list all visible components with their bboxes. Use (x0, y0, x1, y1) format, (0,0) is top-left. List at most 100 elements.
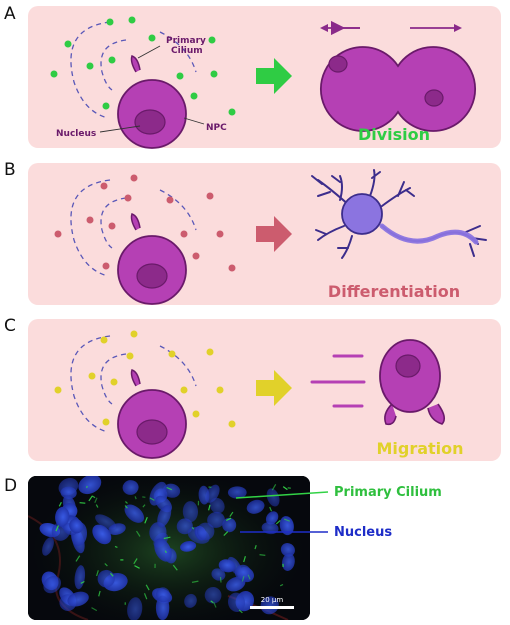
nucleus-blob (265, 511, 279, 525)
label-nucleus-d: Nucleus (334, 525, 393, 540)
nucleus-blob (180, 541, 197, 552)
cilium-speck (269, 506, 273, 512)
signal-dots-green (50, 16, 236, 116)
nucleus-blob (184, 593, 197, 608)
cilium-speck (134, 496, 137, 500)
cilium-speck (133, 558, 138, 565)
nucleus-blob (280, 543, 295, 557)
motion-lines-icon (310, 354, 366, 408)
nuclei-cluster (39, 476, 295, 620)
cilium-speck (143, 593, 148, 600)
cilium-speck (282, 486, 288, 491)
cilium-speck (243, 556, 246, 563)
label-primary-cilium-d: Primary Cilium (334, 485, 442, 500)
nucleus-blob (226, 576, 246, 592)
label-primary: Primary (166, 36, 206, 46)
cilium-speck (254, 545, 257, 550)
cilium-speck (80, 580, 85, 584)
cilium-speck (149, 497, 155, 501)
cilium-speck (88, 495, 93, 502)
cilium-speck (271, 484, 277, 491)
cilium-speck (210, 600, 214, 604)
panel-letter-c: C (4, 316, 16, 336)
nucleus-a (134, 109, 166, 135)
cilia-green-specks (55, 484, 291, 614)
nucleus-blob (108, 523, 126, 535)
cilium-speck (134, 565, 140, 569)
nucleus-blob (69, 518, 84, 534)
cilium-speck (213, 601, 217, 608)
nucleus-blob (43, 575, 62, 594)
panel-letter-d: D (4, 476, 18, 496)
nucleus-blob (209, 497, 225, 514)
neuron (311, 169, 487, 259)
cilium-speck (163, 536, 171, 540)
cilium-speck (145, 584, 150, 591)
microscopy-svg: 20 μm (28, 476, 310, 620)
signal-dots-red (54, 174, 236, 272)
cilium-speck (144, 516, 148, 524)
scale-bar-label: 20 μm (261, 596, 284, 604)
cilium-speck (124, 501, 128, 504)
cilium-speck (114, 545, 118, 548)
panel-b-cilium-signaling: Differentiation (54, 169, 487, 305)
arrow-right-icon (256, 58, 292, 94)
nucleus-blob (266, 488, 280, 507)
cilium-speck (98, 590, 101, 597)
nucleus-blob (55, 506, 70, 527)
nucleus-blob (182, 501, 199, 523)
cilium-speck (94, 497, 98, 503)
scale-bar (250, 606, 294, 609)
nucleus-blob (124, 504, 145, 523)
panel-a-cilium-signaling: Primary Cilium Nucleus NPC Division (50, 16, 477, 149)
nucleus-blob (149, 522, 167, 543)
nucleus-blob (196, 522, 215, 541)
pointer-cilium (235, 491, 329, 499)
cilium-speck (208, 504, 211, 511)
nucleus-blob (204, 586, 222, 604)
nucleus-blob (42, 537, 54, 556)
panel-c-cilium-signaling: Migration (54, 330, 464, 459)
nucleus-blob (156, 587, 171, 603)
cilium-speck (75, 555, 81, 562)
cilium-speck (259, 554, 266, 556)
nucleus-blob (122, 480, 139, 495)
nucleus-blob (67, 591, 89, 607)
nucleus-blob (211, 568, 226, 581)
cilium-speck (124, 505, 128, 509)
cilium-speck (241, 576, 245, 582)
cilium-speck (279, 583, 284, 587)
signal-dots-yellow (54, 330, 236, 428)
cilium-speck (135, 530, 141, 537)
outcome-division: Division (358, 125, 430, 144)
cilium-speck (86, 485, 88, 489)
label-cilium: Cilium (171, 46, 203, 56)
panel-letter-a: A (4, 4, 16, 24)
microscopy-image: 20 μm (28, 476, 310, 620)
nucleus-blob (95, 514, 117, 530)
cilium-speck (238, 609, 243, 614)
cilium-speck (229, 511, 234, 518)
nucleus-blob (218, 559, 236, 573)
cilium-speck (55, 525, 59, 532)
nucleus-blob (246, 499, 265, 514)
arrow-right-icon (256, 216, 292, 252)
arrow-right-icon (256, 370, 292, 406)
cilium-speck (79, 502, 86, 504)
cilium-speck (142, 504, 146, 508)
nucleus-blob (207, 511, 225, 528)
nucleus-blob (227, 592, 246, 612)
nucleus-blob (157, 505, 172, 528)
cilium-speck (191, 580, 199, 583)
cilium-speck (226, 517, 232, 521)
outcome-migration: Migration (376, 439, 463, 458)
cilium-speck (283, 518, 291, 522)
cilium-speck (164, 550, 167, 554)
nucleus-blob (260, 596, 279, 615)
label-nucleus: Nucleus (56, 129, 96, 139)
cilium-speck (247, 574, 251, 580)
nucleus-b (136, 263, 168, 289)
nucleus-blob (97, 569, 115, 588)
nucleus-blob (154, 538, 172, 562)
nucleus-blob (78, 476, 102, 495)
